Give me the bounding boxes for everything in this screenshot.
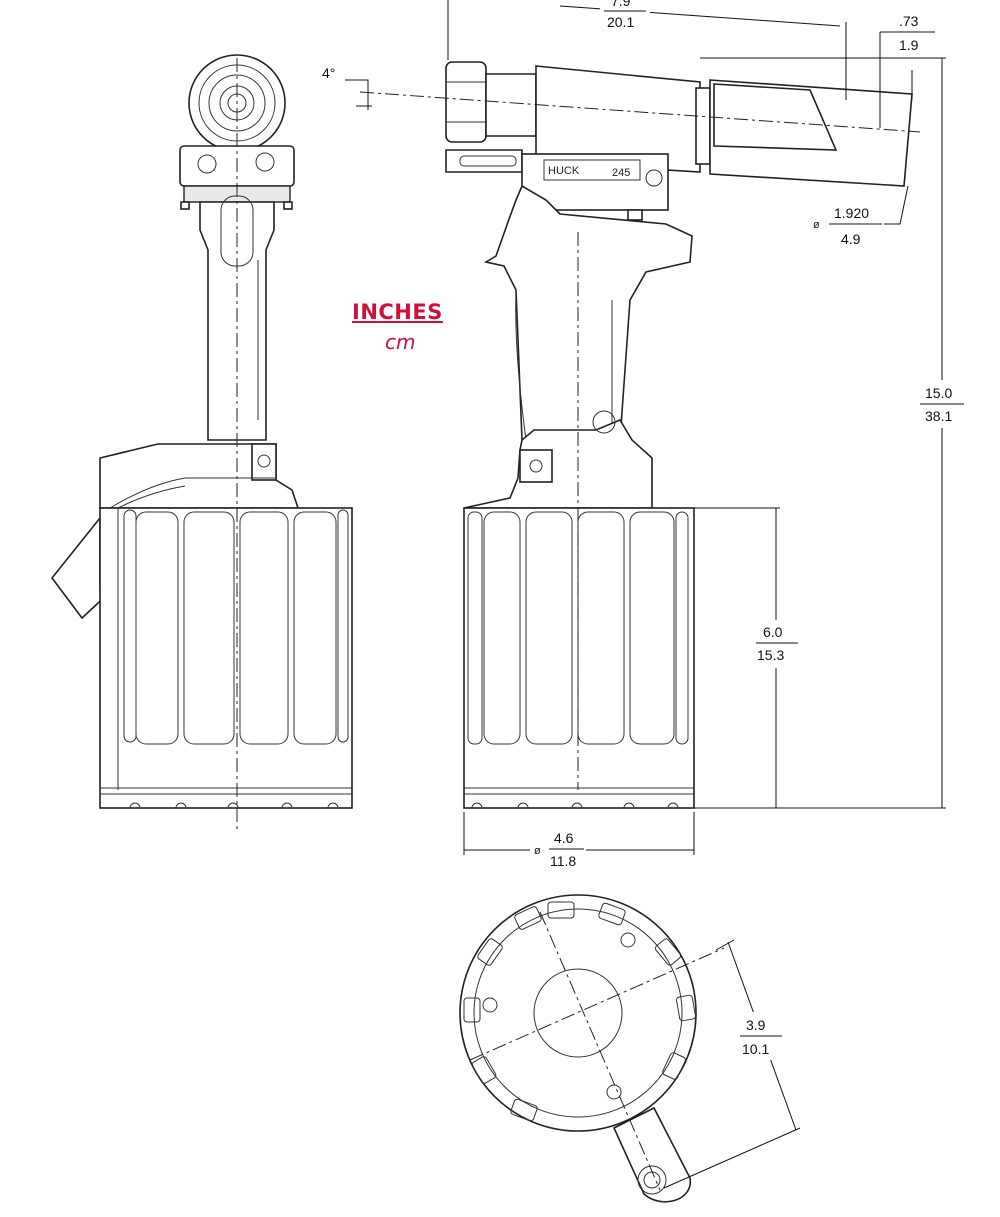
dim-base-height-cm: 15.3 — [757, 647, 784, 663]
units-secondary-label: cm — [385, 330, 416, 354]
dim-base-diameter-in: 4.6 — [554, 830, 574, 846]
dim-fitting-offset-cm: 10.1 — [742, 1041, 769, 1057]
units-primary-label: INCHES — [352, 300, 443, 324]
dim-nose-offset-cm: 1.9 — [899, 37, 919, 53]
dim-base-height-in: 6.0 — [763, 624, 783, 640]
dim-nose-diameter-in: 1.920 — [834, 205, 869, 221]
bottom-view — [459, 894, 725, 1203]
dim-top-length-cm: 20.1 — [607, 14, 634, 30]
dim-base-diameter-cm: 11.8 — [550, 853, 576, 869]
dim-nose-diameter-cm: 4.9 — [841, 231, 861, 247]
side-view: HUCK 245 — [359, 61, 921, 809]
dim-base-diameter-symbol: ø — [534, 845, 541, 857]
dim-overall-height-cm: 38.1 — [925, 408, 952, 424]
dim-top-length-in: 7.9 — [611, 0, 631, 9]
dim-overall-height-in: 15.0 — [925, 385, 952, 401]
brand-label: HUCK — [548, 165, 580, 177]
dim-nose-diameter-symbol: ø — [813, 219, 820, 231]
model-label: 245 — [612, 167, 630, 179]
dim-nose-offset-in: .73 — [899, 13, 919, 29]
dimension-labels: 7.9 20.1 .73 1.9 4° ø 1.920 4.9 15.0 38.… — [322, 0, 966, 1060]
dim-fitting-offset-in: 3.9 — [746, 1017, 766, 1033]
front-view — [50, 54, 353, 832]
angle-label: 4° — [322, 65, 335, 81]
